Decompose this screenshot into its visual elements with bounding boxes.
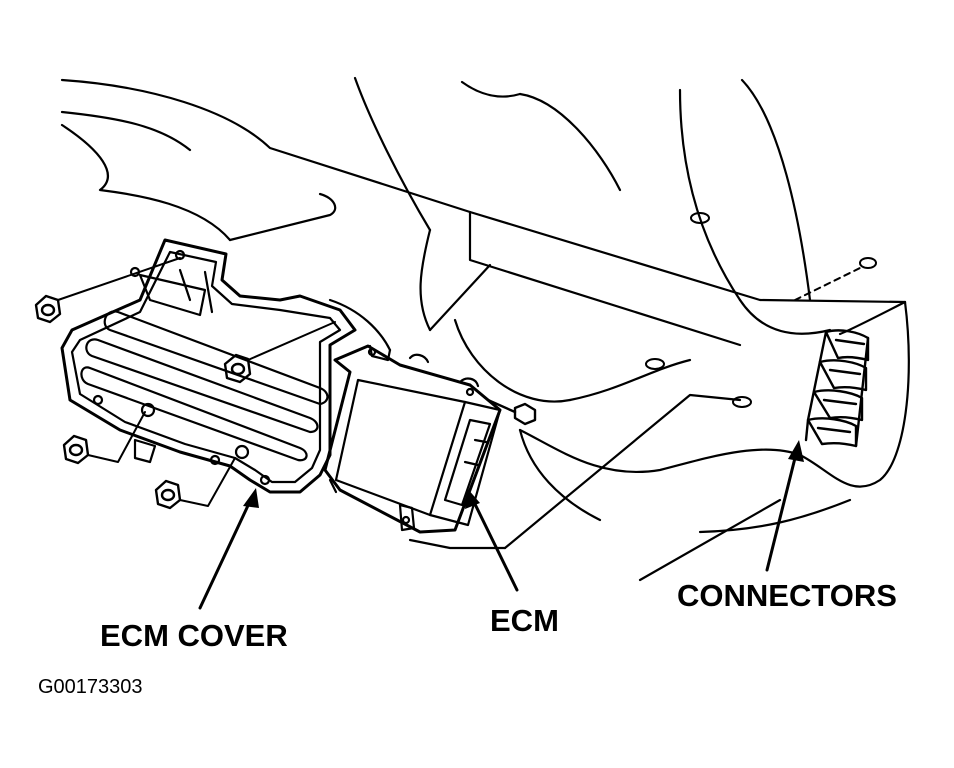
nut-lower-left (62, 434, 90, 465)
callout-arrows (198, 448, 799, 610)
arrowhead-ecm (465, 488, 480, 509)
arrow-connectors (765, 448, 799, 572)
figure-id: G00173303 (38, 676, 143, 698)
ecm-cover-label: ECM COVER (100, 618, 288, 653)
nut-leader-lines (57, 257, 336, 507)
nut-lower-middle (154, 479, 182, 510)
arrowhead-ecm-cover (243, 488, 259, 508)
nut-upper-left (34, 294, 62, 324)
ecm-connectors (804, 329, 870, 448)
arrowhead-connectors (788, 440, 804, 462)
ecm-module (323, 344, 502, 534)
arrow-ecm (470, 496, 519, 592)
connectors-label: CONNECTORS (677, 578, 897, 613)
nut-center (223, 353, 252, 384)
body-fasteners (645, 212, 877, 408)
ecm-label: ECM (490, 603, 559, 638)
ecm-cover-panel (60, 238, 357, 494)
arrow-ecm-cover (198, 495, 254, 610)
